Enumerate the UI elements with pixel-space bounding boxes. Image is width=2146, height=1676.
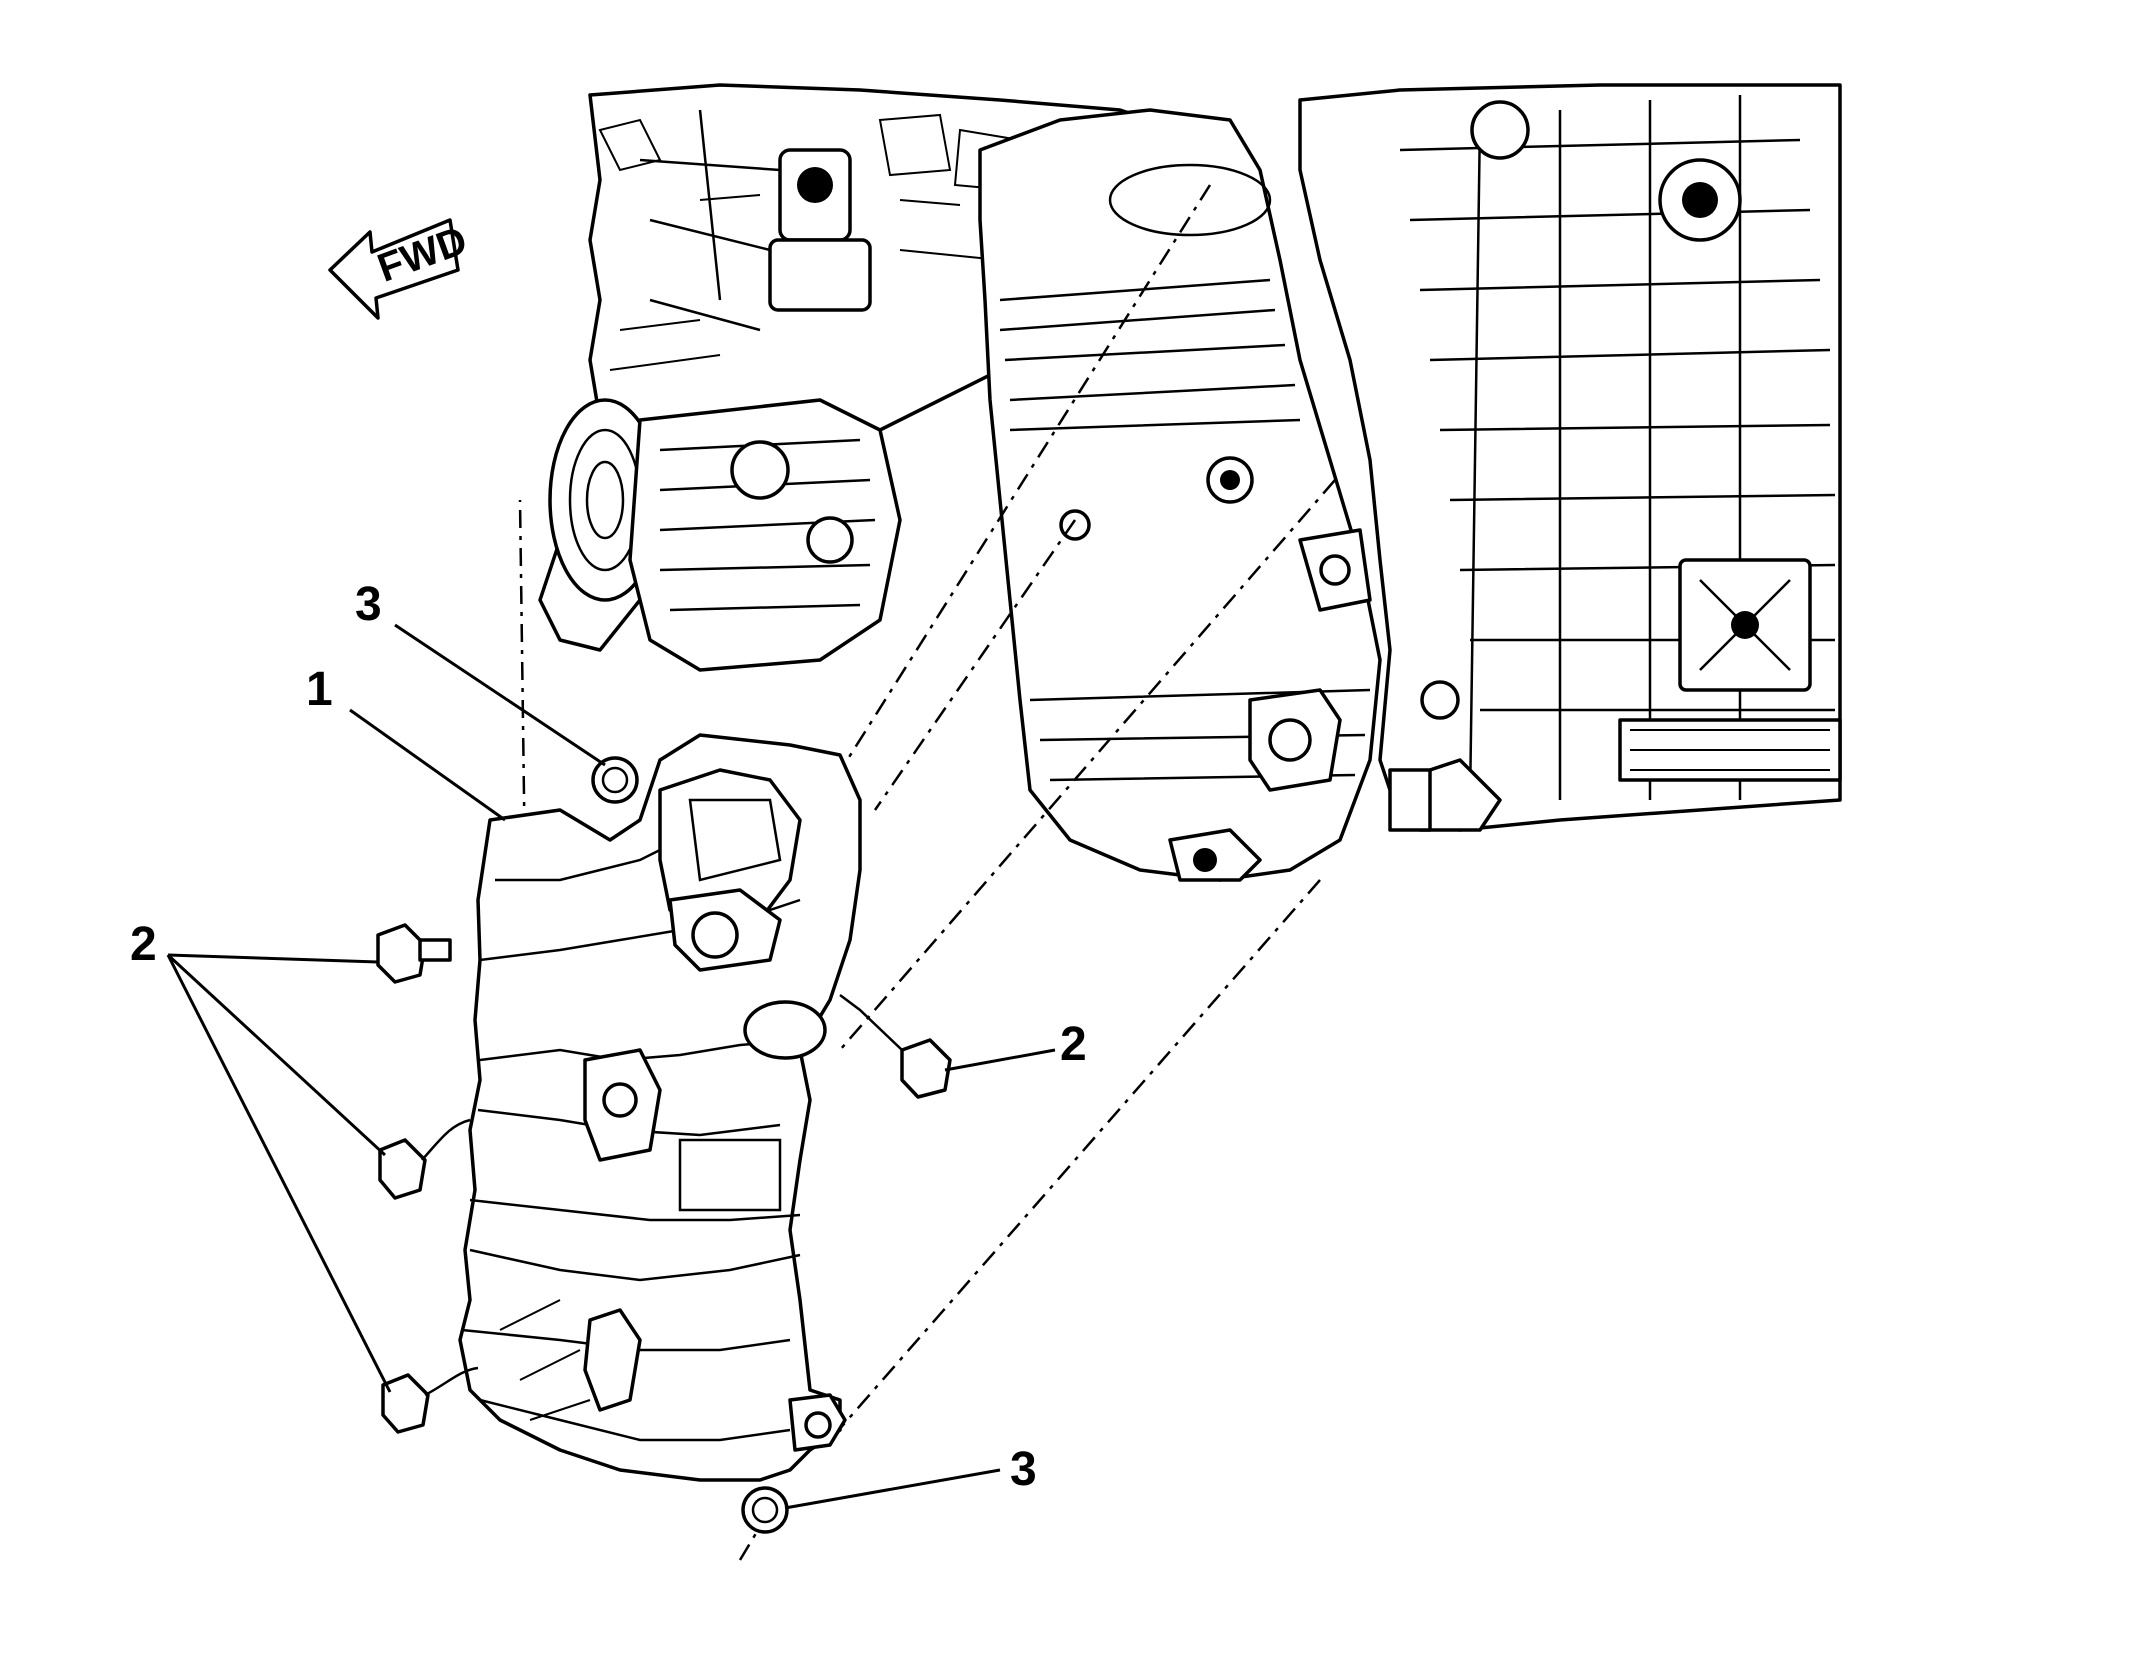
- nut-top-icon: [591, 756, 639, 804]
- callout-2-left: 2: [130, 918, 157, 971]
- callout-2-right: 2: [1060, 1018, 1087, 1071]
- nut-bottom-icon: [741, 1486, 789, 1534]
- forward-direction-arrow-icon: FWD: [328, 218, 473, 320]
- bolt-left-middle-icon: [378, 1118, 471, 1200]
- callout-labels: 3 1 2 2 3: [130, 578, 1087, 1496]
- callout-3-top: 3: [355, 578, 382, 631]
- bolt-left-upper-icon: [376, 923, 452, 984]
- engine-assembly-illustration: [538, 83, 1842, 882]
- bolt-left-lower-icon: [381, 1366, 479, 1434]
- heat-shield: [458, 733, 862, 1482]
- callout-3-bottom: 3: [1010, 1443, 1037, 1496]
- callout-leaders: [166, 623, 1056, 1510]
- fastener-bolts: [376, 756, 952, 1534]
- bolt-right-icon: [839, 994, 952, 1099]
- callout-1: 1: [306, 663, 333, 716]
